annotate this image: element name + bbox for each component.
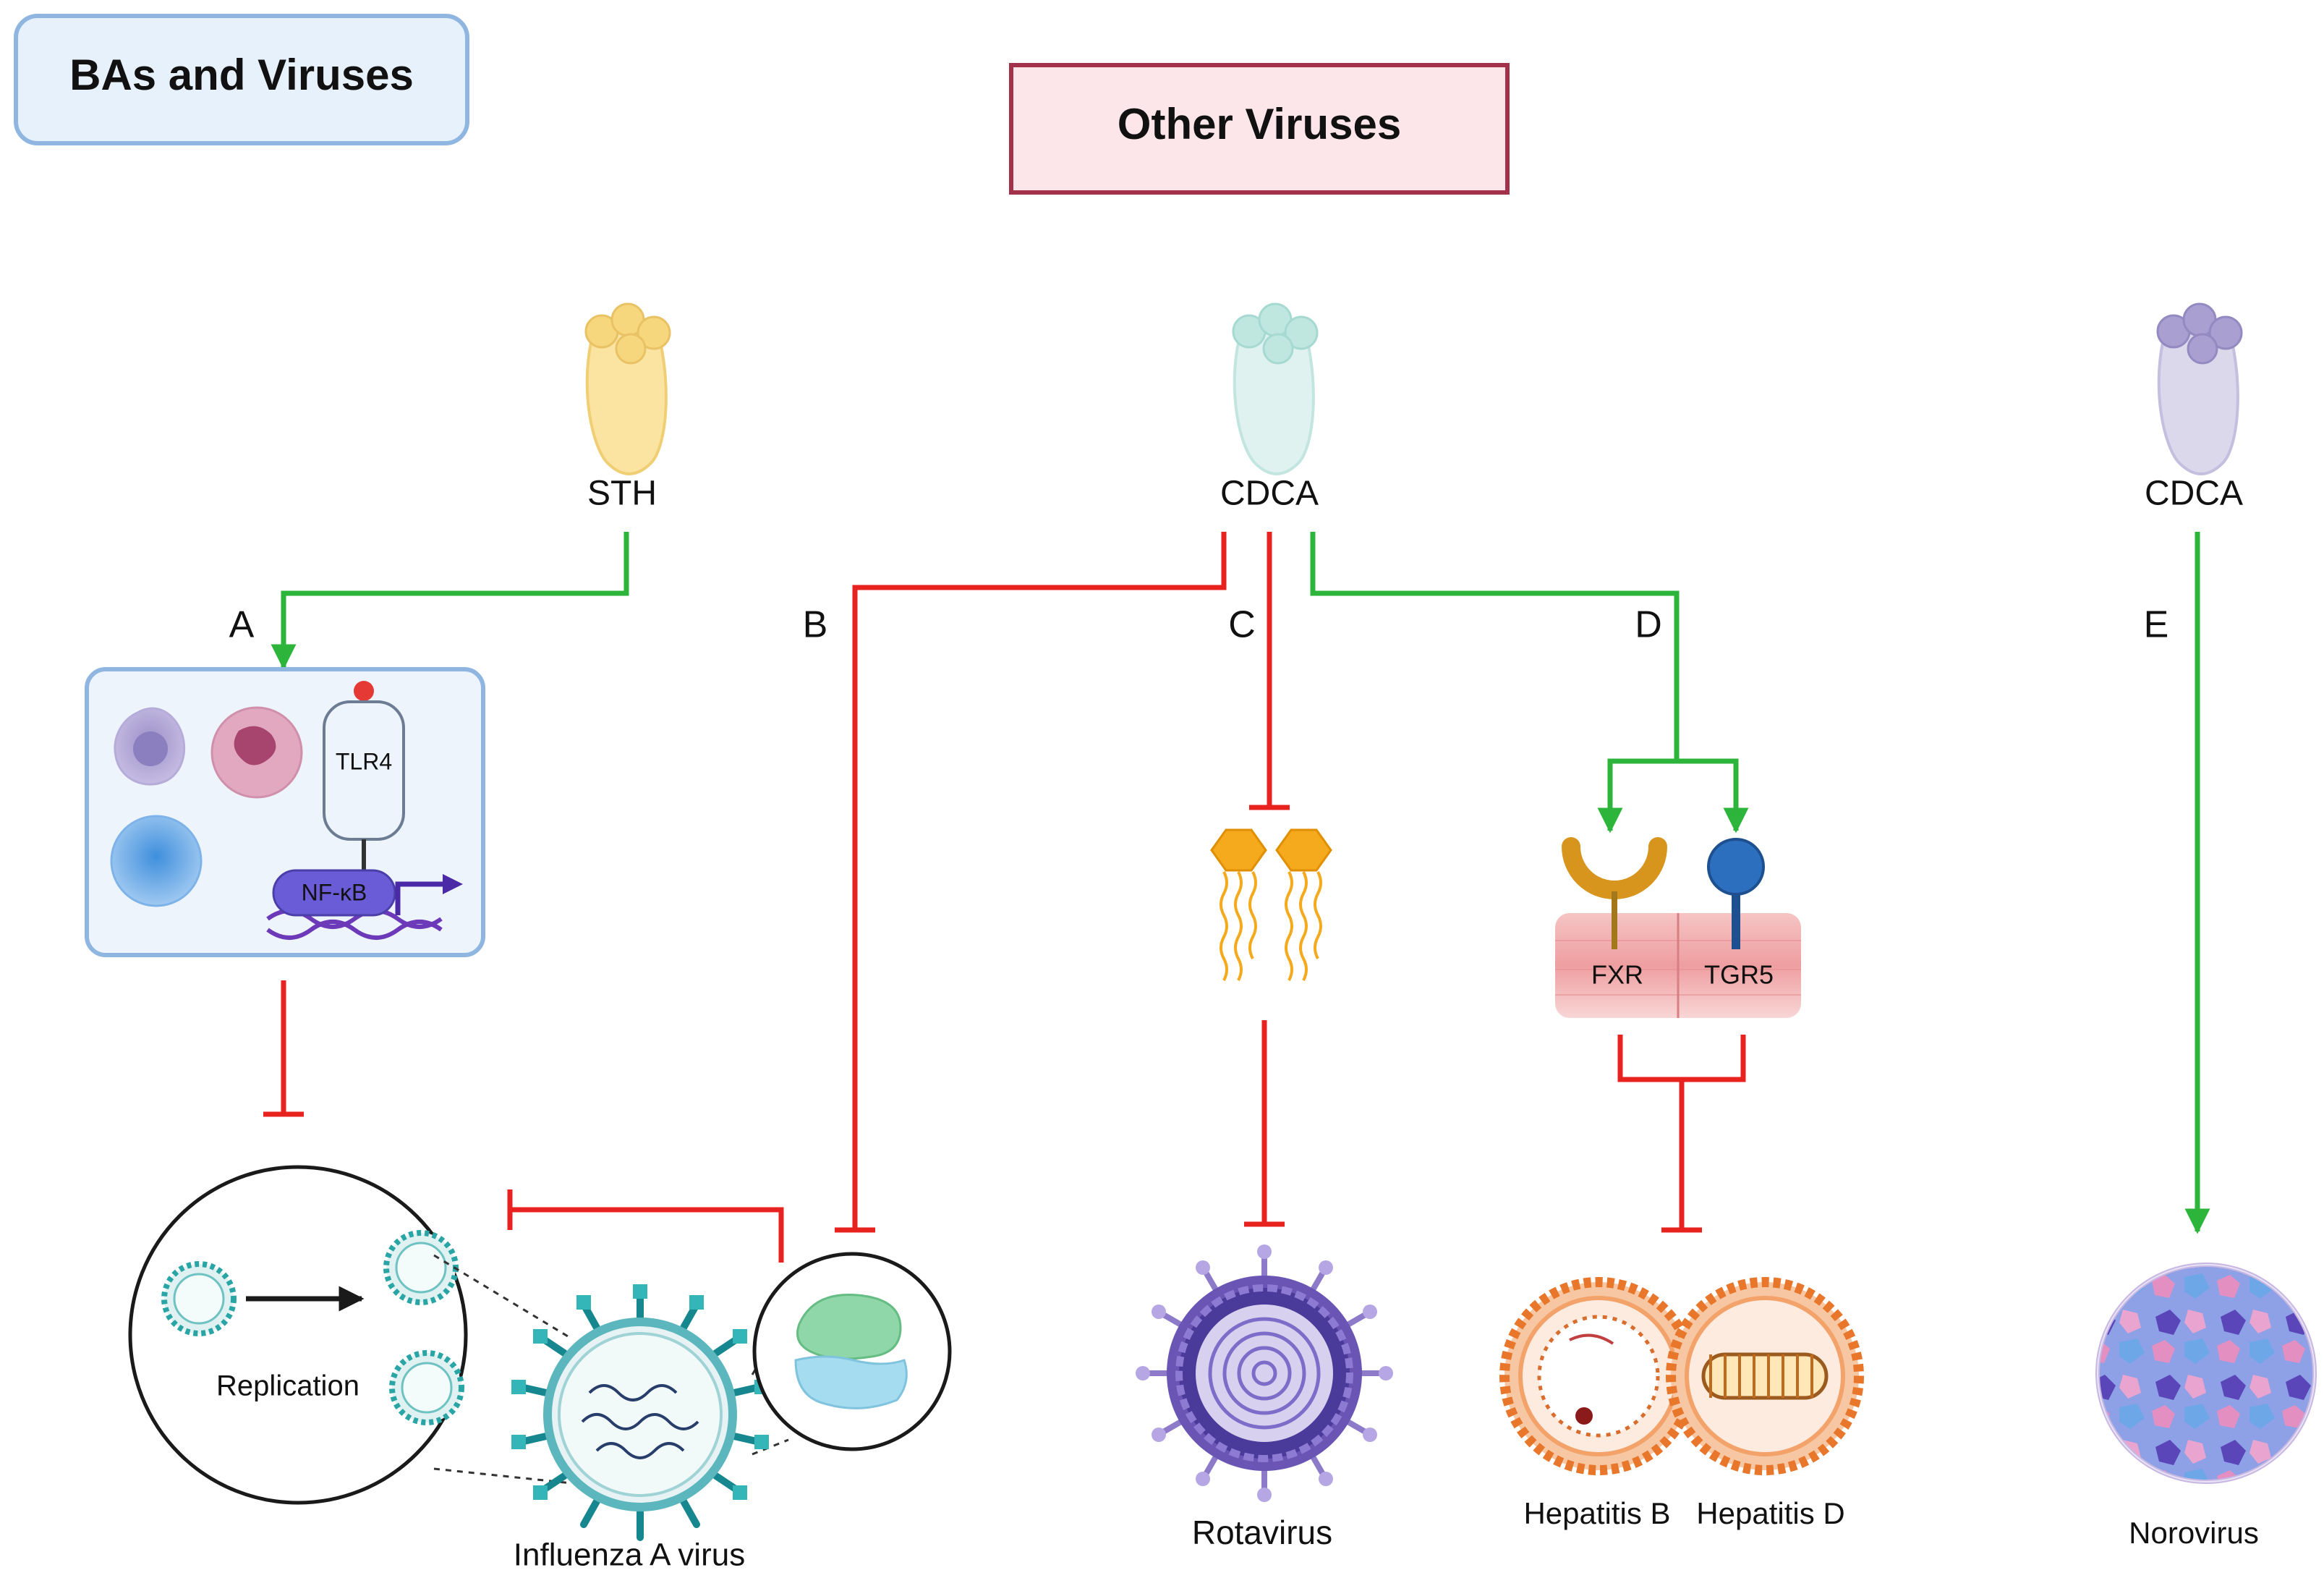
hepatitis-b-icon: [1499, 1277, 1698, 1475]
protein-inset: [752, 1252, 952, 1451]
tlr4-label: TLR4: [336, 748, 392, 774]
pathway-d-fxr-arrow: [1597, 758, 1677, 833]
norovirus-icon: [2095, 1263, 2317, 1484]
zoom-line: [433, 1254, 572, 1340]
pathway-d-activation-line: [1310, 532, 1680, 761]
pathway-a-activation-arrow: [271, 532, 629, 670]
fxr-label: FXR: [1591, 960, 1643, 990]
pathway-b-inhibition-line: [852, 532, 1227, 1230]
replication-label: Replication: [216, 1370, 359, 1402]
tgr5-receptor-icon: TGR5: [1704, 838, 1774, 990]
protein-icon-2: [794, 1355, 908, 1409]
branch-label-c: C: [1228, 604, 1256, 646]
branch-label-d: D: [1635, 604, 1662, 646]
virion-icon-3: [389, 1350, 464, 1425]
influenza-label: Influenza A virus: [514, 1537, 745, 1573]
cdca-molecule-icon: [1232, 302, 1319, 475]
branch-label-a: A: [229, 604, 255, 646]
virion-icon-2: [383, 1230, 459, 1305]
pathway-d-tgr5-arrow: [1677, 758, 1749, 833]
hepatitis-d-label: Hepatitis D: [1696, 1496, 1844, 1530]
norovirus-label: Norovirus: [2129, 1516, 2259, 1550]
immune-cell-panel: TLR4 NF-κB: [85, 667, 485, 957]
receptor-inhibition-line: [1617, 1035, 1746, 1230]
branch-label-e: E: [2144, 604, 2169, 646]
title-box: BAs and Viruses: [14, 14, 469, 145]
tlr4-receptor-icon: TLR4: [323, 681, 405, 870]
sth-molecule-icon: [584, 302, 671, 475]
tgr5-label: TGR5: [1704, 960, 1774, 990]
rotavirus-icon: [1136, 1244, 1393, 1502]
section-title: Other Viruses: [1118, 100, 1401, 148]
lipid-icon: [1210, 828, 1332, 981]
macrophage-icon: [114, 707, 186, 786]
compound-label-sth: STH: [587, 475, 657, 513]
branch-label-b: B: [803, 604, 828, 646]
protein-inhibition-line: [510, 1207, 784, 1263]
page-title: BAs and Viruses: [69, 51, 414, 99]
compound-label-cdca: CDCA: [1220, 475, 1319, 513]
influenza-virus-icon: [511, 1284, 769, 1541]
neutrophil-icon: [210, 706, 303, 799]
hepatitis-b-label: Hepatitis B: [1523, 1496, 1670, 1530]
compound-label-cdca-right: CDCA: [2145, 475, 2243, 513]
lymphocyte-icon: [110, 815, 203, 907]
protein-icon: [796, 1294, 902, 1360]
cdca-molecule-icon-right: [2156, 302, 2243, 475]
nfkb-transcription-icon: NF-κB: [266, 869, 463, 940]
fxr-receptor-icon: FXR: [1562, 837, 1667, 990]
section-box: Other Viruses: [1009, 63, 1510, 195]
virion-icon: [161, 1261, 237, 1336]
hepatitis-d-icon: [1666, 1277, 1864, 1475]
nfkb-label: NF-κB: [302, 879, 367, 905]
rotavirus-label: Rotavirus: [1192, 1514, 1332, 1551]
replication-inset: Replication: [128, 1165, 468, 1505]
